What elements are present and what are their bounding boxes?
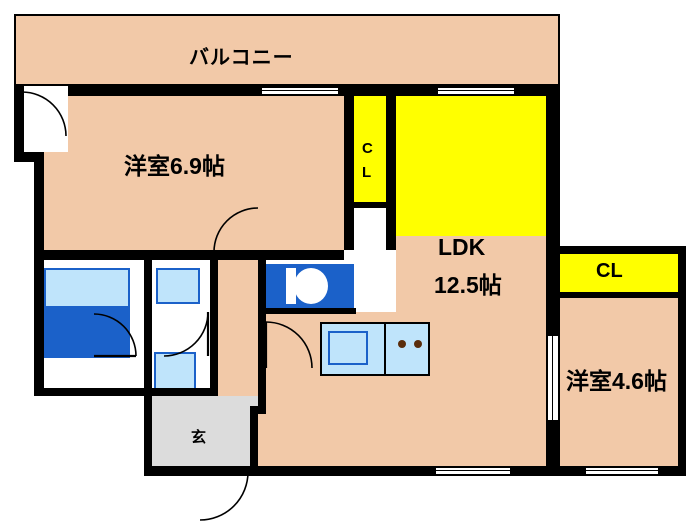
bath-wall-left (34, 250, 44, 326)
wall-hall-to-ldk (258, 312, 266, 414)
closet-right-wall-bottom (560, 292, 686, 298)
partition-ldk-bedroom (546, 298, 560, 336)
bedroom46-wall-top (560, 246, 686, 254)
front-door (199, 470, 249, 521)
ldk-area-upper (396, 96, 546, 236)
toilet-wall-bottom (258, 308, 356, 314)
exterior-wall-upper-left (14, 86, 24, 162)
bath-floor (44, 308, 130, 358)
stove-burner-1 (398, 340, 406, 348)
room-69-label: 洋室6.9帖 (124, 153, 225, 179)
closet-right-area (560, 254, 686, 292)
window-room69-top-line (262, 90, 338, 91)
toilet-tank (286, 268, 296, 304)
entrance-wall-left (144, 396, 152, 476)
hall-door-top (213, 207, 259, 254)
closet-center-wall-bottom (354, 202, 386, 208)
closet-center-area (354, 96, 386, 208)
bath-wall-right (144, 260, 152, 396)
toilet-bowl (294, 268, 328, 304)
balcony-area (14, 14, 560, 86)
closet-center-wall-left (344, 96, 354, 250)
bath-wall-left-lower (34, 326, 44, 388)
washroom-door (163, 311, 210, 357)
sliding-door-bedroom-line (552, 336, 553, 420)
wall-ldk-left-bottom (250, 406, 266, 414)
window-ldk-bottom (436, 468, 510, 474)
bedroom-46-area (560, 298, 678, 466)
bath-wall-bottom (34, 388, 152, 396)
balcony-door-left-room (20, 91, 67, 137)
ldk-wall-bottom (258, 466, 560, 476)
washroom-wall-bottom (152, 388, 218, 396)
wall-room69-left (34, 152, 44, 250)
balcony-wall-top (14, 14, 560, 16)
entrance-wall-right (250, 412, 258, 476)
bath-wall-top (34, 250, 344, 260)
balcony-wall-right (558, 14, 560, 86)
kitchen-counter-divider (384, 322, 386, 376)
window-ldk-top (438, 88, 514, 94)
entrance-area (152, 396, 258, 466)
closet-right-label: CL (596, 260, 623, 282)
closet-center-label-c: C (362, 140, 373, 157)
window-ldk-top-line (438, 90, 514, 91)
wall-room69-bottom-right (336, 250, 344, 260)
ldk-wall-right (546, 86, 560, 246)
washer-space (154, 352, 196, 392)
ldk-size-label: 12.5帖 (434, 272, 502, 298)
closet-center-label-l: L (362, 164, 372, 181)
balcony-wall-left (14, 14, 16, 86)
stove-burner-2 (414, 340, 422, 348)
ldk-label: LDK (438, 234, 486, 260)
closet-right-wall-right (678, 246, 686, 468)
bath-door (93, 313, 137, 358)
window-bedroom46-bottom-line (586, 470, 658, 471)
window-ldk-bottom-line (436, 470, 510, 471)
sliding-door-bedroom (548, 336, 558, 420)
hall-area (218, 260, 258, 412)
window-room69-top (262, 88, 338, 94)
bedroom-46-label: 洋室4.6帖 (566, 368, 667, 394)
vanity-sink (156, 268, 200, 304)
washroom-wall-right (210, 260, 218, 396)
closet-center-wall-right (386, 96, 396, 250)
kitchen-sink-bowl (328, 331, 368, 365)
toilet-door (264, 321, 313, 369)
window-bedroom46-bottom (586, 468, 658, 474)
balcony-wall-bottom (14, 84, 560, 86)
room-69-area-notch (78, 96, 344, 162)
partition-ldk-bedroom-2 (546, 420, 560, 466)
hall-wall-right (258, 250, 266, 312)
balcony-label: バルコニー (189, 47, 294, 69)
exterior-wall-upper-left2 (24, 152, 34, 162)
bathtub (44, 268, 130, 308)
entrance-label: 玄 (191, 429, 207, 446)
